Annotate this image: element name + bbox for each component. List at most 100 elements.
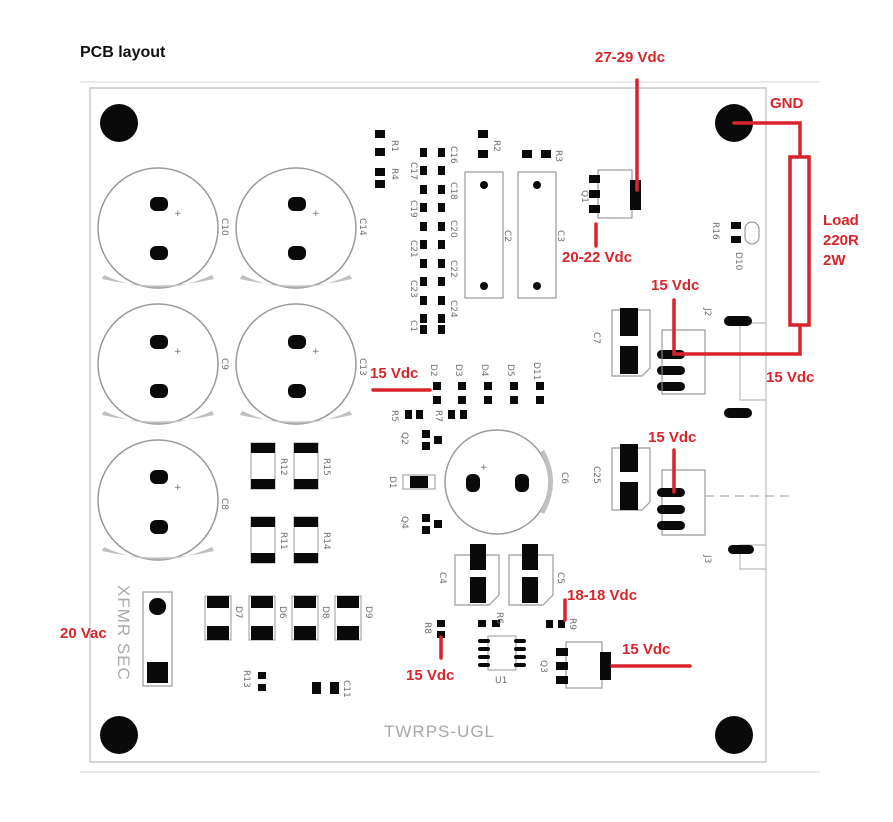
capacitor-c3: C3 xyxy=(517,171,565,299)
svg-text:C2: C2 xyxy=(502,230,512,242)
svg-text:C4: C4 xyxy=(437,572,447,584)
board-name-silk: TWRPS-UGL xyxy=(384,722,495,741)
refdes-c17: C17 xyxy=(408,162,418,180)
svg-text:R6: R6 xyxy=(494,612,504,624)
svg-text:R14: R14 xyxy=(321,532,331,550)
label-15-vdc-top: 15 Vdc xyxy=(651,277,699,294)
capacitor-c25: C25 xyxy=(591,444,651,511)
label-15-vdc-right: 15 Vdc xyxy=(766,369,814,386)
svg-text:C11: C11 xyxy=(341,680,351,698)
transistor-q1: Q1 xyxy=(579,169,641,219)
svg-text:R4: R4 xyxy=(389,168,399,180)
svg-text:D6: D6 xyxy=(277,606,287,619)
svg-text:R13: R13 xyxy=(241,670,251,688)
label-18-18-vdc: 18-18 Vdc xyxy=(567,587,637,604)
resistor-r1: R1 xyxy=(375,130,399,156)
svg-text:+: + xyxy=(174,209,182,219)
wire-gnd xyxy=(732,121,802,160)
svg-text:R16: R16 xyxy=(710,222,720,240)
refdes-c18: C18 xyxy=(448,182,458,200)
resistor-r11: R11 xyxy=(250,516,288,564)
resistor-r12: R12 xyxy=(250,442,288,490)
resistor-r3: R3 xyxy=(522,150,563,162)
svg-text:R15: R15 xyxy=(321,458,331,476)
wire-load-return xyxy=(672,298,802,356)
svg-text:D11: D11 xyxy=(531,362,541,380)
svg-text:C6: C6 xyxy=(559,472,569,484)
label-15-vdc-mid: 15 Vdc xyxy=(370,365,418,382)
resistor-r8: R8 xyxy=(422,620,445,638)
svg-text:R5: R5 xyxy=(389,410,399,422)
capacitor-c13: + C13 xyxy=(235,303,367,425)
transistor-q3: Q3 xyxy=(538,641,611,689)
capacitor-c7: C7 xyxy=(591,308,651,377)
label-20-22-vdc: 20-22 Vdc xyxy=(562,249,632,266)
capacitor-c8: + C8 xyxy=(97,439,229,561)
label-15-vdc-q3: 15 Vdc xyxy=(622,641,670,658)
svg-text:D4: D4 xyxy=(479,364,489,377)
svg-text:C5: C5 xyxy=(555,572,565,584)
refdes-c16: C16 xyxy=(448,146,458,164)
xfmr-sec-label: XFMR SEC xyxy=(114,585,133,681)
refdes-c23: C23 xyxy=(408,280,418,298)
led-d10: D10 xyxy=(733,221,760,271)
resistor-r16: R16 xyxy=(710,222,741,243)
refdes-c13: C13 xyxy=(357,358,367,376)
connector-xfmr-sec: XFMR SEC xyxy=(114,585,173,687)
diode-d6: D6 xyxy=(248,595,287,641)
svg-text:+: + xyxy=(174,483,182,493)
resistor-r15: R15 xyxy=(293,442,331,490)
resistor-r5: R5 xyxy=(389,410,423,422)
svg-text:D1: D1 xyxy=(387,476,397,489)
capacitor-c5: C5 xyxy=(508,544,565,606)
transistor-q2: Q2 xyxy=(399,430,442,450)
refdes-c24: C24 xyxy=(448,300,458,318)
label-27-29-vdc: 27-29 Vdc xyxy=(595,49,665,66)
diode-d1: D1 xyxy=(387,474,436,490)
svg-text:D10: D10 xyxy=(733,252,743,271)
svg-text:C7: C7 xyxy=(591,332,601,344)
label-220r: 220R xyxy=(823,232,859,249)
refdes-c21: C21 xyxy=(408,240,418,258)
capacitor-c11: C11 xyxy=(312,680,351,698)
svg-text:C25: C25 xyxy=(591,466,601,484)
label-15-vdc-bottom: 15 Vdc xyxy=(406,667,454,684)
svg-text:J3: J3 xyxy=(702,554,712,563)
refdes-c1: C1 xyxy=(408,320,418,332)
svg-text:D9: D9 xyxy=(363,606,373,619)
capacitor-c10: + C10 xyxy=(97,167,229,289)
refdes-c8: C8 xyxy=(219,498,229,510)
diode-d7: D7 xyxy=(204,595,243,641)
refdes-c20: C20 xyxy=(448,220,458,238)
svg-text:J2: J2 xyxy=(702,307,712,316)
page-title: PCB layout xyxy=(80,44,166,61)
svg-text:+: + xyxy=(174,347,182,357)
ic-u1: U1 xyxy=(478,635,526,686)
smd-cap-column-right xyxy=(438,148,445,334)
load-resistor-symbol xyxy=(788,155,811,327)
svg-text:R11: R11 xyxy=(278,532,288,550)
label-load: Load xyxy=(823,212,859,229)
diode-d8: D8 xyxy=(291,595,330,641)
svg-text:Q3: Q3 xyxy=(538,660,548,673)
refdes-c9: C9 xyxy=(219,358,229,370)
svg-text:R9: R9 xyxy=(567,618,577,630)
svg-text:Q2: Q2 xyxy=(399,432,409,445)
label-20-vac: 20 Vac xyxy=(60,625,107,642)
label-15-vdc-j3: 15 Vdc xyxy=(648,429,696,446)
capacitor-c4: C4 xyxy=(437,544,500,606)
svg-text:C3: C3 xyxy=(555,230,565,242)
svg-text:Q1: Q1 xyxy=(579,190,589,203)
label-gnd: GND xyxy=(770,95,804,112)
resistor-r13: R13 xyxy=(241,670,266,691)
smd-cap-column-left xyxy=(420,148,427,334)
svg-text:D8: D8 xyxy=(320,606,330,619)
resistor-r6: R6 xyxy=(478,612,504,627)
svg-text:D5: D5 xyxy=(505,364,515,377)
svg-text:R7: R7 xyxy=(433,410,443,422)
diode-d9: D9 xyxy=(334,595,373,641)
diode-row: D2 D3 D4 D5 D11 xyxy=(428,362,544,404)
resistor-r2: R2 xyxy=(478,130,501,158)
svg-text:D7: D7 xyxy=(233,606,243,619)
